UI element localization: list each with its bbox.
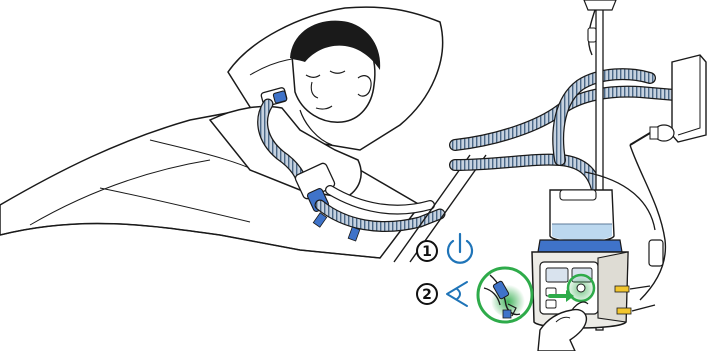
eye-icon — [447, 282, 467, 306]
step-1-number: 1 — [422, 244, 432, 260]
step-1: 1 — [417, 234, 472, 263]
step-2-number: 2 — [422, 287, 432, 303]
humidifier-device — [532, 190, 655, 328]
step-2: 2 — [417, 282, 467, 306]
magnified-detail — [478, 268, 532, 322]
power-icon — [448, 234, 472, 263]
